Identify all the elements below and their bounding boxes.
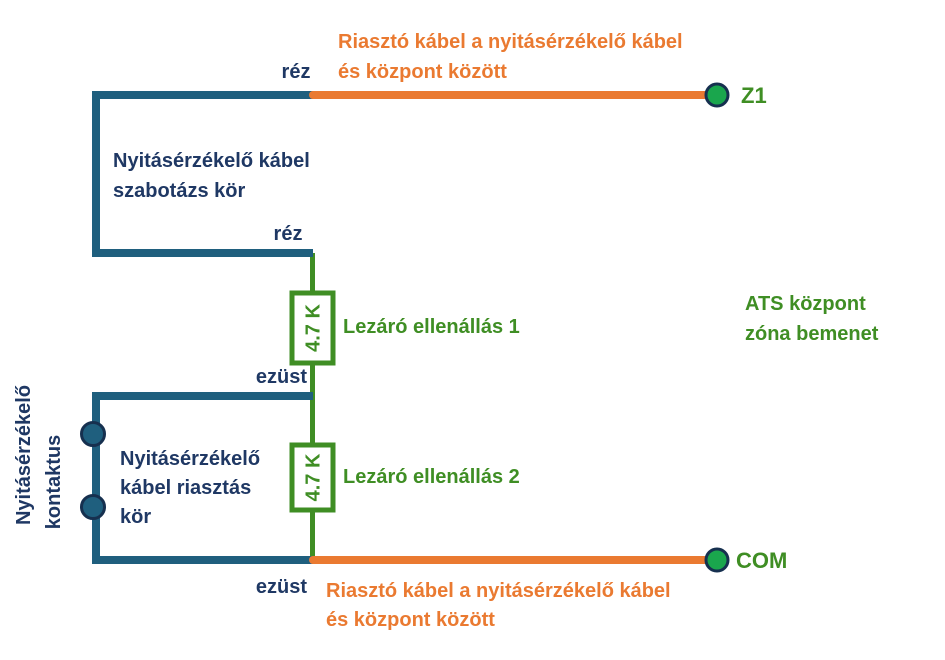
cable-note-bottom-line1: Riasztó kábel a nyitásérzékelő kábel bbox=[326, 580, 671, 602]
terminal-com-label: COM bbox=[736, 548, 787, 573]
ats-label-line2: zóna bemenet bbox=[745, 323, 879, 345]
resistor-2-label: Lezáró ellenállás 2 bbox=[343, 466, 520, 488]
ats-label-line1: ATS központ bbox=[745, 293, 866, 315]
alarm-loop-label-line2: kábel riasztás bbox=[120, 477, 251, 499]
contact-label-line2: kontaktus bbox=[43, 435, 65, 529]
wire-tag-copper-top: réz bbox=[282, 61, 311, 83]
sabotage-loop-label-line2: szabotázs kör bbox=[113, 180, 245, 202]
alarm-loop-wire bbox=[92, 392, 313, 564]
cable-note-top-line2: és központ között bbox=[338, 61, 507, 83]
sabotage-loop-wire bbox=[92, 91, 313, 257]
contact-dot-top bbox=[80, 421, 106, 447]
sabotage-loop-label-line1: Nyitásérzékelő kábel bbox=[113, 150, 310, 172]
wire-tag-silver-top: ezüst bbox=[256, 366, 307, 388]
terminal-com-dot bbox=[704, 547, 730, 573]
wire-tag-silver-bottom: ezüst bbox=[256, 576, 307, 598]
resistor-2-value: 4.7 K bbox=[303, 453, 325, 501]
alarm-loop-label-line3: kör bbox=[120, 506, 151, 528]
terminal-z1-dot bbox=[704, 82, 730, 108]
contact-dot-bottom bbox=[80, 494, 106, 520]
terminal-z1-label: Z1 bbox=[741, 83, 767, 108]
resistor-1-box bbox=[289, 290, 336, 366]
contact-label-line1: Nyitásérzékelő bbox=[13, 385, 35, 525]
wire-tag-copper-bottom: réz bbox=[274, 223, 303, 245]
alarm-loop-label-line1: Nyitásérzékelő bbox=[120, 448, 260, 470]
resistor-1-value: 4.7 K bbox=[303, 304, 325, 352]
resistor-2-box bbox=[289, 442, 336, 513]
cable-note-bottom-line2: és központ között bbox=[326, 609, 495, 631]
resistor-1-label: Lezáró ellenállás 1 bbox=[343, 316, 520, 338]
cable-note-top-line1: Riasztó kábel a nyitásérzékelő kábel bbox=[338, 31, 683, 53]
